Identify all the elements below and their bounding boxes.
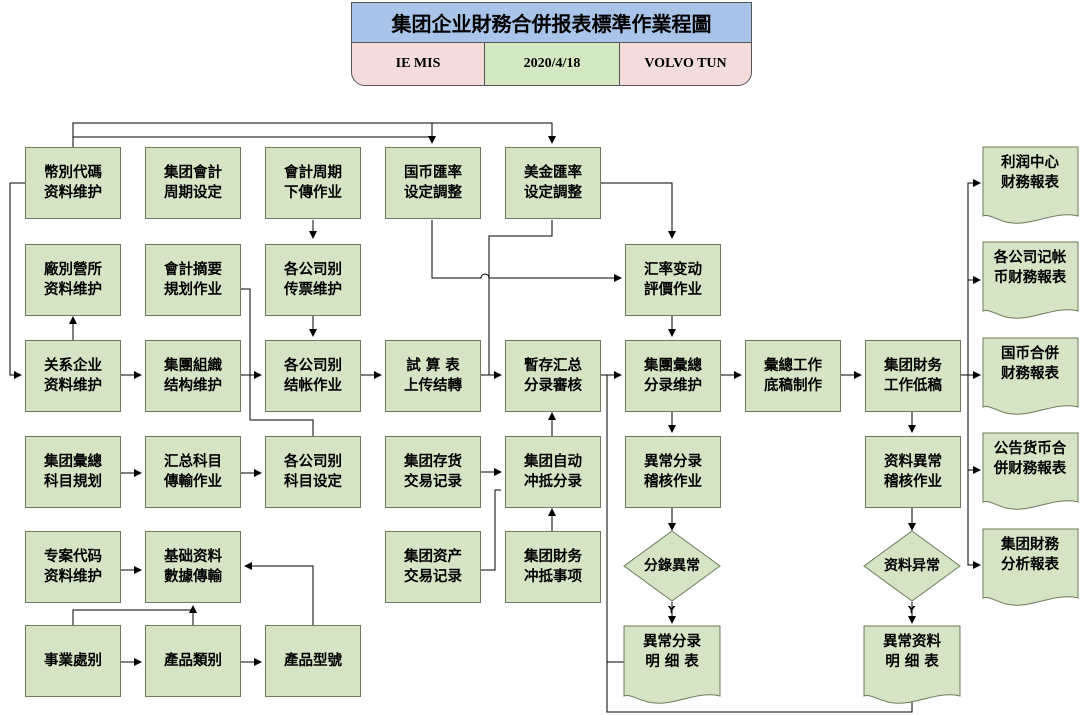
yes-label-data: Y <box>908 605 916 616</box>
box-summary-planning: 會計摘要 規划作业 <box>145 244 241 316</box>
box-fx-valuation: 汇率变动 評價作业 <box>625 244 721 316</box>
box-project-code: 专案代码 资料维护 <box>25 531 121 603</box>
document-shape-report-2 <box>982 241 1079 319</box>
box-data-audit: 资料異常 稽核作业 <box>865 436 961 508</box>
report-announced-currency: 公告货币合 併财務報表 <box>993 441 1067 477</box>
box-trial-balance-upload: 試 算 表 上传结轉 <box>385 340 481 412</box>
header-owner: VOLVO TUN <box>619 42 752 86</box>
box-usd-rate-adjust: 美金匯率 设定調整 <box>505 147 601 219</box>
box-currency-code-maintenance: 幣別代碼 资料维护 <box>25 147 121 219</box>
box-org-structure: 集團組織 结构维护 <box>145 340 241 412</box>
box-entry-audit: 異常分录 稽核作业 <box>625 436 721 508</box>
decision-shapes <box>623 530 961 602</box>
yes-label-entry: Y <box>668 605 676 616</box>
box-temp-entry-review: 暫存汇总 分录審核 <box>505 340 601 412</box>
decision-entry-anomaly-label: 分錄異常 <box>644 558 700 574</box>
document-shape-report-1 <box>982 146 1079 224</box>
doc-data-anomaly-detail: 異常资料 明 细 表 <box>883 634 941 670</box>
box-asset-transactions: 集团资产 交易记录 <box>385 531 481 603</box>
decision-diamond-data-anomaly <box>863 530 961 602</box>
document-shape-report-4 <box>982 432 1079 510</box>
box-account-planning: 集团彙總 科目規划 <box>25 436 121 508</box>
box-group-entry-maintenance: 集團彙總 分录维护 <box>625 340 721 412</box>
box-period-download: 會計周期 下傳作业 <box>265 147 361 219</box>
box-product-category: 產品類别 <box>145 625 241 697</box>
box-business-unit: 事業處别 <box>25 625 121 697</box>
chart-title: 集团企业財務合併报表標準作業程圖 <box>351 2 752 42</box>
document-shape-report-3 <box>982 337 1079 415</box>
box-elimination-items: 集团財务 冲抵事项 <box>505 531 601 603</box>
doc-entry-anomaly-detail: 異常分录 明 细 表 <box>643 634 701 670</box>
report-financial-analysis: 集团財務 分析報表 <box>1001 537 1059 573</box>
decision-diamond-entry-anomaly <box>623 530 721 602</box>
decision-data-anomaly-label: 资料异常 <box>884 558 940 574</box>
header-author: IE MIS <box>351 42 485 86</box>
box-account-transfer: 汇总科目 傳輸作业 <box>145 436 241 508</box>
box-finance-worksheet: 集团財务 工作低稿 <box>865 340 961 412</box>
box-account-setup: 各公司别 科目设定 <box>265 436 361 508</box>
report-profit-center: 利润中心 财務報表 <box>1001 155 1059 191</box>
report-company-currency: 各公司记帐 币财務報表 <box>993 250 1067 286</box>
box-voucher-maintenance: 各公司别 传票维护 <box>265 244 361 316</box>
box-auto-elimination: 集团自动 冲抵分录 <box>505 436 601 508</box>
report-domestic-consolidated: 国币合併 财務報表 <box>1001 346 1059 382</box>
box-group-accounting-period: 集团會計 周期设定 <box>145 147 241 219</box>
document-shape-entry-detail <box>623 625 721 704</box>
box-worksheet-production: 彙總工作 底稿制作 <box>745 340 841 412</box>
document-shape-data-detail <box>863 625 961 704</box>
box-master-data-transfer: 基础资料 數據傳輸 <box>145 531 241 603</box>
box-domestic-rate-adjust: 国币匯率 设定調整 <box>385 147 481 219</box>
header-date: 2020/4/18 <box>485 42 619 86</box>
box-inventory-transactions: 集团存货 交易记录 <box>385 436 481 508</box>
document-shape-report-5 <box>982 528 1079 606</box>
box-product-model: 產品型號 <box>265 625 361 697</box>
box-closing: 各公司别 结帐作业 <box>265 340 361 412</box>
box-affiliate-maintenance: 关系企业 资料维护 <box>25 340 121 412</box>
box-plant-office-maintenance: 廠別營所 资料维护 <box>25 244 121 316</box>
